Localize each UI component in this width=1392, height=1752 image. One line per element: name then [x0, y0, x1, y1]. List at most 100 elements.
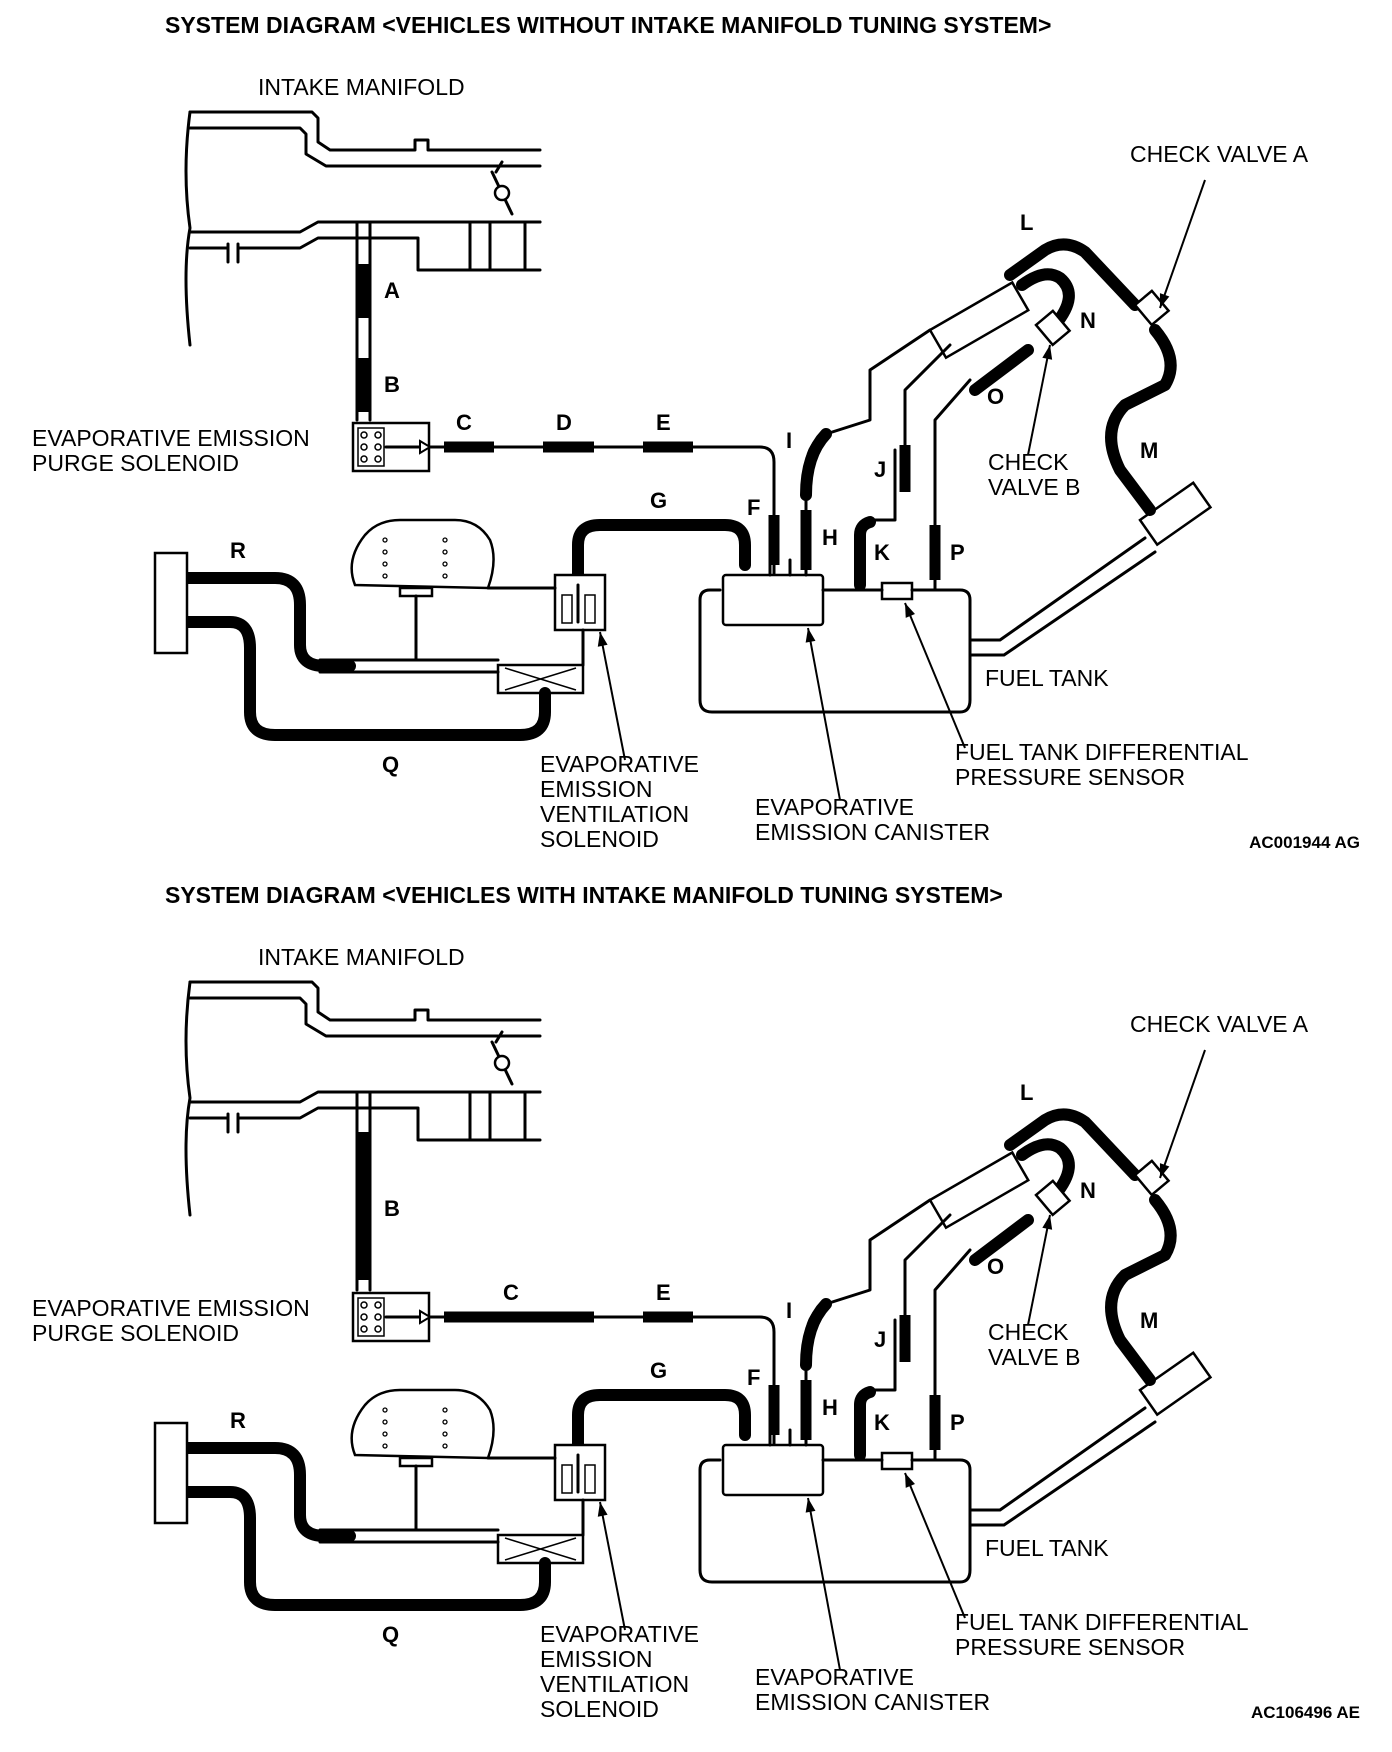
hose-i [800, 428, 832, 501]
canister-label-line-1: EVAPORATIVE [755, 794, 914, 820]
fuel-tank [698, 581, 972, 714]
hose-label-l: L [1020, 210, 1033, 235]
line-j-to-valve [903, 343, 952, 452]
manifold-upper-outer-wall [188, 110, 542, 152]
check-valve-a-pointer [1159, 179, 1206, 309]
canister-pointer [805, 1497, 841, 1671]
ventilation-solenoid [553, 1443, 607, 1502]
diagram-title: SYSTEM DIAGRAM <VEHICLES WITH INTAKE MAN… [165, 882, 1003, 908]
purge-solenoid [351, 1291, 432, 1343]
hose-label-p: P [950, 540, 965, 565]
hose-m [1105, 324, 1177, 516]
manifold-port-marks [226, 242, 240, 264]
figure-code: AC106496 AE [1251, 1703, 1360, 1722]
manifold-lower-inner-wall [188, 1090, 542, 1104]
filler-neck [968, 1406, 1157, 1527]
air-filter [350, 1388, 495, 1532]
manifold-upper-inner-wall [188, 996, 542, 1038]
hose-label-r: R [230, 1408, 246, 1433]
fuel-tank-outline [698, 588, 972, 714]
manifold-lower-outer-wall [188, 220, 472, 272]
check-valve-b-pointer [1027, 344, 1053, 456]
check-valve-a-label: CHECK VALVE A [1130, 141, 1309, 167]
purge-solenoid-label-line-1: EVAPORATIVE EMISSION [32, 425, 310, 451]
pressure-sensor-label-line-2: PRESSURE SENSOR [955, 1634, 1185, 1660]
hose-label-k: K [874, 1410, 890, 1435]
check-valve-b-label-line-2: VALVE B [988, 474, 1080, 500]
evaporative-emission-canister [721, 1443, 825, 1497]
hose-q [179, 616, 551, 741]
ventilation-solenoid-pointer [597, 1501, 626, 1631]
hose-label-f: F [747, 1365, 760, 1390]
ventilation-solenoid-label-line-1: EVAPORATIVE [540, 751, 699, 777]
check-valve-b-pointer [1027, 1214, 1053, 1326]
hose-label-q: Q [382, 1622, 399, 1647]
hose-label-f: F [747, 495, 760, 520]
system-diagram-2: SYSTEM DIAGRAM <VEHICLES WITH INTAKE MAN… [32, 882, 1360, 1722]
ventilation-solenoid-label-line-4: SOLENOID [540, 826, 659, 852]
ventilation-solenoid-label-line-2: EMISSION [540, 776, 652, 802]
ventilation-solenoid-label-line-2: EMISSION [540, 1646, 652, 1672]
hose-label-a: A [384, 278, 400, 303]
intake-manifold-label: INTAKE MANIFOLD [258, 74, 465, 100]
manifold-upper-inner-wall [188, 126, 542, 168]
ventilation-solenoid [553, 573, 607, 632]
ventilation-solenoid-label-line-3: VENTILATION [540, 1671, 689, 1697]
hose-label-b: B [384, 372, 400, 397]
fuel-tank-label: FUEL TANK [985, 665, 1109, 691]
check-valve-b-icon [1034, 309, 1072, 347]
hose-label-g: G [650, 1358, 667, 1383]
pressure-sensor-pointer [904, 602, 966, 749]
ventilation-solenoid-label-line-1: EVAPORATIVE [540, 1621, 699, 1647]
hose-label-p: P [950, 1410, 965, 1435]
vent-inlet-box [153, 551, 189, 655]
purge-solenoid [351, 421, 432, 473]
check-valve-b-icon [1034, 1179, 1072, 1217]
vent-air-box [496, 663, 585, 695]
ventilation-solenoid-pointer [597, 631, 626, 761]
filter-dome [350, 518, 495, 590]
line-i-to-valve [824, 328, 932, 436]
purge-line-outline [355, 220, 372, 422]
pressure-sensor-label-line-1: FUEL TANK DIFFERENTIAL [955, 1609, 1249, 1635]
hose-n [1016, 1138, 1075, 1201]
purge-solenoid-label-line-2: PURGE SOLENOID [32, 1320, 239, 1346]
fuel-tank-label: FUEL TANK [985, 1535, 1109, 1561]
hose-label-o: O [987, 1254, 1004, 1279]
system-diagram-1: SYSTEM DIAGRAM <VEHICLES WITHOUT INTAKE … [32, 12, 1360, 852]
hose-label-i: I [786, 1298, 792, 1323]
filler-cap [1138, 1350, 1213, 1417]
air-filter [350, 518, 495, 662]
hose-label-b: B [384, 1196, 400, 1221]
check-valve-a-pointer [1159, 1049, 1206, 1179]
manifold-lower-outer-wall [188, 1090, 472, 1142]
hose-q [179, 1486, 551, 1611]
vent-air-box [496, 1533, 585, 1565]
hose-label-n: N [1080, 1178, 1096, 1203]
pressure-sensor-label-line-1: FUEL TANK DIFFERENTIAL [955, 739, 1249, 765]
manifold-lower-inner-wall [188, 220, 542, 234]
hose-g [572, 519, 751, 581]
hose-label-e: E [656, 410, 671, 435]
hose-i [800, 1298, 832, 1371]
purge-line-to-canister [428, 445, 776, 577]
figure-code: AC001944 AG [1249, 833, 1360, 852]
hose-label-h: H [822, 525, 838, 550]
manifold-break-line [184, 980, 192, 1217]
vent-inlet-box [153, 1421, 189, 1525]
purge-line-outline [355, 1090, 372, 1292]
hose-m [1105, 1194, 1177, 1386]
check-valve-b-label-line-2: VALVE B [988, 1344, 1080, 1370]
canister-pointer [805, 627, 841, 801]
hose-l [1004, 238, 1141, 311]
throttle-valve-icon [490, 160, 514, 216]
hose-r [179, 1442, 356, 1542]
hose-label-m: M [1140, 1308, 1158, 1333]
purge-line-to-canister [428, 1315, 776, 1447]
intake-manifold-label: INTAKE MANIFOLD [258, 944, 465, 970]
hose-label-c: C [503, 1280, 519, 1305]
throttle-body [468, 1090, 542, 1142]
fuel-tank-outline [698, 1458, 972, 1584]
